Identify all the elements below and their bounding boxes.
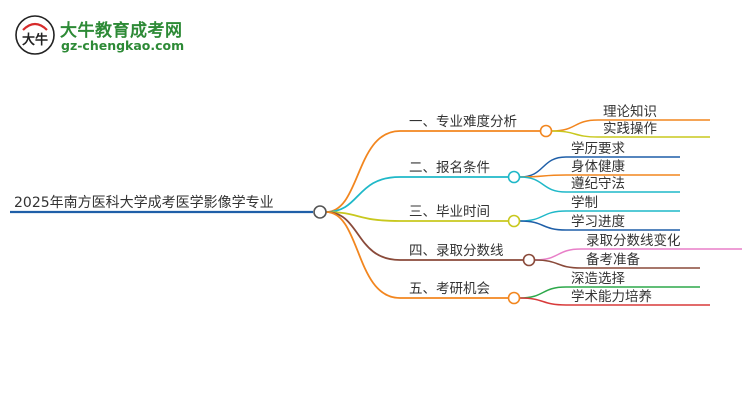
branch-node-circle-4 xyxy=(522,253,536,267)
child-connector-4-1 xyxy=(534,248,582,261)
child-label-2-2: 身体健康 xyxy=(571,158,625,175)
branch-connector-1 xyxy=(325,130,401,213)
branch-node-circle-3 xyxy=(507,214,521,228)
child-label-1-1: 理论知识 xyxy=(603,103,657,120)
child-label-4-1: 录取分数线变化 xyxy=(586,233,681,249)
logo-url: gz-chengkao.com xyxy=(61,38,185,53)
branch-label-1: 一、专业难度分析 xyxy=(409,114,517,130)
root-node-label: 2025年南方医科大学成考医学影像学专业 xyxy=(14,195,274,211)
branch-connector-3 xyxy=(325,211,401,222)
branch-node-circle-5 xyxy=(507,291,521,305)
child-connector-1-1 xyxy=(551,119,599,132)
child-label-1-2: 实践操作 xyxy=(603,121,657,137)
child-label-2-3: 遵纪守法 xyxy=(571,175,625,192)
child-connector-4-2 xyxy=(534,259,582,269)
logo-title: 大牛教育成考网 xyxy=(60,21,183,41)
branch-connector-4 xyxy=(325,211,401,261)
branch-label-2: 二、报名条件 xyxy=(409,159,490,176)
child-label-5-1: 深造选择 xyxy=(571,271,625,287)
child-label-3-1: 学制 xyxy=(571,195,598,211)
child-connector-2-3 xyxy=(519,176,567,193)
branch-connector-5 xyxy=(325,211,401,299)
child-label-2-1: 学历要求 xyxy=(571,141,625,157)
child-connector-3-1 xyxy=(519,210,567,222)
mindmap-nodes: 2025年南方医科大学成考医学影像学专业 一、专业难度分析 理论知识实践操作二、报名… xyxy=(14,103,681,305)
child-label-5-2: 学术能力培养 xyxy=(571,289,652,305)
branch-node-circle-1 xyxy=(539,124,553,138)
branch-node-circle-2 xyxy=(507,170,521,184)
root-node-circle xyxy=(313,205,327,219)
child-connector-1-2 xyxy=(551,130,599,138)
site-logo: 大牛 大牛教育成考网 gz-chengkao.com xyxy=(14,14,184,58)
branch-label-5: 五、考研机会 xyxy=(409,281,490,297)
logo-mark-text: 大牛 xyxy=(22,32,48,48)
branch-connector-2 xyxy=(325,176,401,213)
branch-label-3: 三、毕业时间 xyxy=(409,204,490,220)
child-connector-2-1 xyxy=(519,156,567,178)
child-label-4-2: 备考准备 xyxy=(586,251,640,268)
child-label-3-2: 学习进度 xyxy=(571,214,625,230)
branch-label-4: 四、录取分数线 xyxy=(409,243,504,259)
logo-mark-icon: 大牛 xyxy=(15,15,55,55)
child-connector-3-2 xyxy=(519,220,567,231)
child-connector-5-1 xyxy=(519,286,567,299)
child-connector-5-2 xyxy=(519,297,567,306)
mindmap-edges xyxy=(10,119,742,306)
